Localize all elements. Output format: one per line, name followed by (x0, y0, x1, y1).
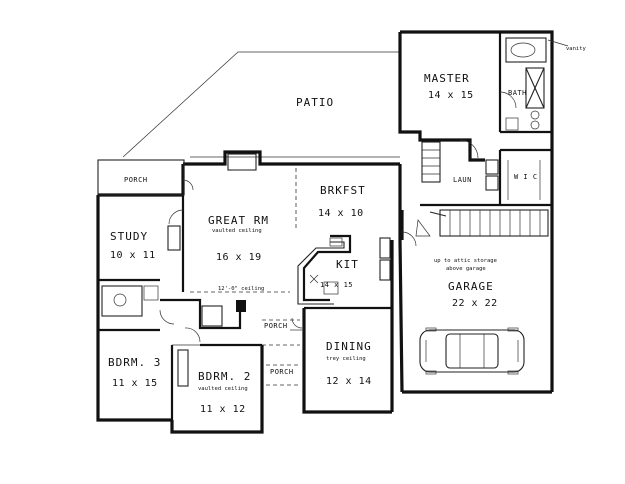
porch-front-label: PORCH (270, 368, 294, 376)
patio-outline (122, 51, 400, 158)
dining-size: 12 x 14 (326, 376, 372, 387)
garage-label: GARAGE (448, 280, 494, 293)
study-label: STUDY (110, 230, 148, 243)
great-room-size: 16 x 19 (216, 252, 262, 263)
door-swings (168, 209, 431, 329)
bdrm2-label: BDRM. 2 (198, 370, 251, 383)
dining-label: DINING (326, 340, 372, 353)
wic-label: W I C (514, 173, 538, 181)
bath-label: BATH (508, 89, 527, 97)
great-room-note: vaulted ceiling (212, 228, 262, 234)
vanity-note: vanity (566, 46, 587, 52)
breakfast-label: BRKFST (320, 184, 366, 197)
garage-walls (398, 209, 554, 394)
bdrm3-label: BDRM. 3 (108, 356, 161, 369)
beam-note: 12'-0" ceiling (218, 286, 264, 292)
dining-note: trey ceiling (326, 356, 366, 362)
great-room-label: GREAT RM (208, 214, 269, 227)
porch-mid-label: PORCH (264, 322, 288, 330)
patio-label: PATIO (296, 96, 334, 109)
master-size: 14 x 15 (428, 90, 474, 101)
kitchen-counter (297, 234, 352, 305)
bdrm2-size: 11 x 12 (200, 404, 246, 415)
master-label: MASTER (424, 72, 470, 85)
main-house-walls (96, 150, 402, 434)
kitchen-size: 14 x 15 (320, 281, 353, 289)
breakfast-size: 14 x 10 (318, 208, 364, 219)
garage-note-1: up to attic storage (434, 258, 497, 264)
master-suite-walls (398, 30, 569, 210)
car-outline (419, 327, 525, 375)
kitchen-label: KIT (336, 258, 359, 271)
porch-top-label: PORCH (124, 176, 148, 184)
laundry-label: LAUN (453, 176, 472, 184)
garage-size: 22 x 22 (452, 298, 498, 309)
bdrm2-note: vaulted ceiling (198, 386, 248, 392)
garage-note-2: above garage (446, 266, 486, 272)
bdrm3-size: 11 x 15 (112, 378, 158, 389)
study-size: 10 x 11 (110, 250, 156, 261)
